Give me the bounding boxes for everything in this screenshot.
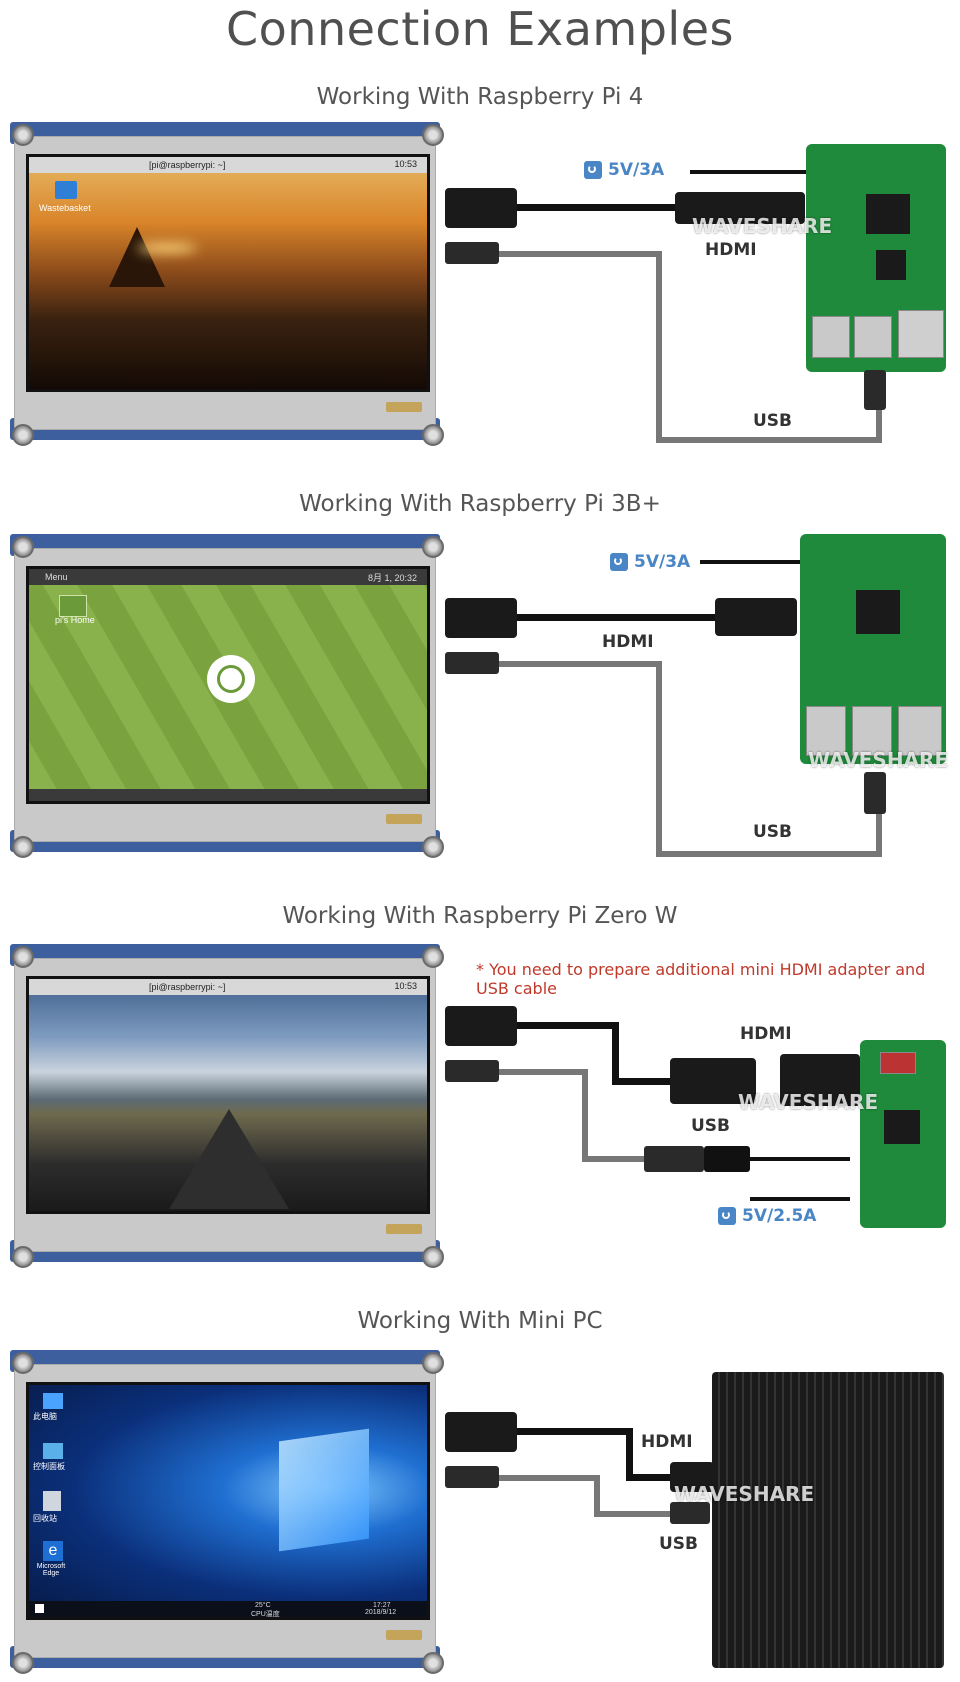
hdmi-label: HDMI [705, 240, 757, 260]
watermark: WAVESHARE [808, 748, 949, 772]
road [169, 1109, 289, 1209]
usb-cable [499, 251, 659, 257]
weather-label: CPU温度 [251, 1611, 280, 1618]
usb-connector [445, 652, 499, 674]
trash-icon [55, 181, 77, 199]
control-panel-icon [43, 1443, 63, 1459]
clock: 10:53 [394, 159, 417, 169]
power-icon [718, 1207, 736, 1225]
screen-minipc: 此电脑 控制面板 回收站 e Microsoft Edge 25°C CPU温度… [26, 1382, 430, 1620]
taskbar-title: [pi@raspberrypi: ~] [149, 160, 226, 170]
power-cable [750, 1197, 850, 1201]
watermark: WAVESHARE [738, 1090, 879, 1114]
taskbar: Menu 8月 1, 20:32 [29, 569, 427, 585]
section-title-pi4: Working With Raspberry Pi 4 [316, 84, 644, 110]
usb-a-plug [864, 772, 886, 814]
screen-pi3b: Menu 8月 1, 20:32 pi's Home [26, 566, 430, 804]
recycle-bin-icon [43, 1491, 61, 1511]
hdmi-plug [670, 1462, 714, 1492]
page-title: Connection Examples [226, 2, 734, 56]
menu-button[interactable]: Menu [45, 572, 68, 582]
clock: 10:53 [394, 981, 417, 991]
usb-connector [445, 1060, 499, 1082]
edge-icon: e [43, 1541, 63, 1561]
hdmi-connector [445, 598, 517, 638]
usb-cable [499, 1475, 599, 1481]
usb-a-plug [864, 370, 886, 410]
mini-hdmi-plug [780, 1054, 860, 1106]
section-title-pi3b: Working With Raspberry Pi 3B+ [299, 491, 661, 517]
pagoda-silhouette [109, 227, 165, 287]
watermark: WAVESHARE [674, 1482, 815, 1506]
usb-label: USB [753, 822, 793, 842]
taskbar: [pi@raspberrypi: ~] 10:53 [29, 157, 427, 173]
power-label: 5V/3A [584, 160, 664, 180]
sun [137, 243, 197, 253]
desktop-icon-label: Wastebasket [39, 203, 91, 213]
power-label: 5V/2.5A [718, 1206, 816, 1226]
raspberry-pi-4-board [806, 144, 946, 372]
windows-taskbar: 25°C CPU温度 17:27 2018/9/12 [29, 1601, 427, 1617]
hdmi-connector [445, 1412, 517, 1452]
hdmi-cable [517, 1428, 631, 1435]
ubuntu-logo-icon [207, 655, 255, 703]
power-cable [690, 170, 810, 174]
start-icon[interactable] [35, 1604, 44, 1613]
this-pc-icon [43, 1393, 63, 1409]
section-title-pizero: Working With Raspberry Pi Zero W [282, 903, 678, 929]
usb-cable [499, 1069, 585, 1075]
watermark: WAVESHARE [692, 214, 833, 238]
raspberry-pi-zero-board [860, 1040, 946, 1228]
hdmi-plug [715, 598, 797, 636]
taskbar: [pi@raspberrypi: ~] 10:53 [29, 979, 427, 995]
adapter-note: * You need to prepare additional mini HD… [476, 960, 926, 998]
usb-plug [670, 1502, 710, 1524]
mini-pc [712, 1372, 944, 1668]
power-cable [700, 560, 810, 564]
desktop-icon-label: 回收站 [33, 1514, 57, 1523]
screen-pi4: [pi@raspberrypi: ~] 10:53 Wastebasket [26, 154, 430, 392]
screen-pizero: [pi@raspberrypi: ~] 10:53 [26, 976, 430, 1214]
hdmi-connector [445, 1006, 517, 1046]
hdmi-label: HDMI [641, 1432, 693, 1452]
usb-connector [445, 242, 499, 264]
lcd-display-pizero: [pi@raspberrypi: ~] 10:53 [10, 944, 444, 1272]
usb-connector [445, 1466, 499, 1488]
power-icon [610, 553, 628, 571]
power-label: 5V/3A [610, 552, 690, 572]
taskbar-title: [pi@raspberrypi: ~] [149, 982, 226, 992]
clock: 8月 1, 20:32 [367, 573, 417, 583]
hdmi-adapter [675, 192, 805, 224]
raspberry-pi-3b-board [800, 534, 946, 764]
power-icon [584, 161, 602, 179]
usb-label: USB [659, 1534, 699, 1554]
weather-text: 25°C [255, 1602, 271, 1609]
usb-label: USB [753, 411, 793, 431]
folder-icon [59, 595, 87, 617]
desktop-icon-label: 此电脑 [33, 1412, 57, 1421]
usb-cable [499, 661, 661, 667]
bottom-panel [29, 789, 427, 801]
usb-label: USB [691, 1116, 731, 1136]
hdmi-cable [517, 614, 717, 621]
lcd-display-minipc: 此电脑 控制面板 回收站 e Microsoft Edge 25°C CPU温度… [10, 1350, 444, 1678]
lcd-display-pi3b: Menu 8月 1, 20:32 pi's Home [10, 534, 444, 862]
lcd-display-pi4: [pi@raspberrypi: ~] 10:53 Wastebasket [10, 122, 444, 450]
hdmi-cable [517, 204, 677, 211]
mini-hdmi-adapter [670, 1058, 756, 1104]
section-title-minipc: Working With Mini PC [357, 1308, 603, 1334]
desktop-icon-label: Microsoft Edge [36, 1563, 66, 1577]
hdmi-label: HDMI [740, 1024, 792, 1044]
usb-otg-adapter [644, 1146, 704, 1172]
windows-logo [279, 1428, 369, 1552]
desktop-icon-label: 控制面板 [33, 1462, 65, 1471]
hdmi-cable [517, 1022, 617, 1029]
taskbar-time: 17:27 [373, 1602, 391, 1609]
desktop-icon-label: pi's Home [55, 615, 95, 625]
hdmi-connector [445, 188, 517, 228]
hdmi-label: HDMI [602, 632, 654, 652]
taskbar-date: 2018/9/12 [365, 1609, 397, 1616]
